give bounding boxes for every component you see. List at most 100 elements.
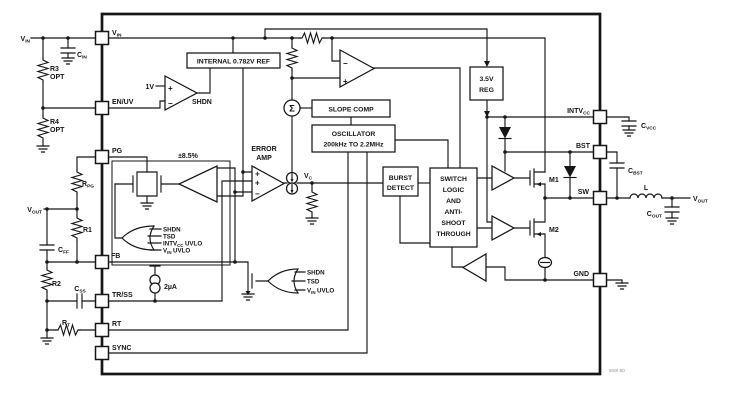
- osc-text-2: 200kHz TO 2.2MHz: [324, 142, 385, 149]
- current-sense-element: [537, 256, 553, 269]
- pin-sw-label: SW: [578, 189, 590, 196]
- en-comparator: [164, 74, 199, 112]
- cap-cff: [39, 244, 55, 251]
- internal-ref-text: INTERNAL 0.782V REF: [197, 59, 270, 66]
- cs-plus: +: [343, 77, 348, 86]
- pm85-label: ±8.5%: [178, 153, 199, 160]
- pin-intvcc: [592, 109, 608, 125]
- capacitors: [39, 47, 680, 309]
- iss-label: 2µA: [164, 284, 177, 291]
- ground-symbols: [36, 57, 679, 345]
- inductor-label: L: [644, 185, 649, 192]
- switch-logic-text: SWITCH LOGIC AND ANTI- SHOOT THROUGH: [436, 176, 470, 238]
- rpg-label: RPG: [82, 181, 94, 190]
- resistor-slope-divider: [284, 45, 300, 71]
- m2-label: M2: [549, 227, 559, 234]
- bottom-gate-driver: [491, 214, 516, 242]
- cap-css: [76, 293, 83, 309]
- error-amplifier: [251, 164, 286, 203]
- figure-caption: 8609 BD: [609, 368, 625, 373]
- reg-text-1: 3.5V: [480, 76, 494, 83]
- oscillator-box: [311, 124, 396, 153]
- shdn-label: SHDN: [192, 99, 212, 106]
- one-volt-label: 1V: [145, 84, 154, 91]
- pin-sw: [592, 190, 608, 206]
- r3-label: R3: [50, 66, 59, 73]
- ea-minus: −: [255, 190, 260, 199]
- error-amp-label-1: ERROR: [251, 146, 276, 153]
- or2-tsd: TSD: [307, 279, 320, 286]
- vc-label: VC: [304, 173, 313, 182]
- pin-en-uv: [94, 100, 110, 116]
- en-plus: +: [168, 84, 173, 93]
- pin-gnd-label: GND: [573, 271, 589, 278]
- ea-plus-1: +: [255, 170, 260, 179]
- svg-text:THROUGH: THROUGH: [436, 231, 470, 238]
- vin-ext-label: VIN: [21, 36, 31, 45]
- slope-comp-text: SLOPE COMP: [328, 107, 374, 114]
- r2-label: R2: [52, 281, 61, 288]
- pin-bst-label: BST: [576, 143, 591, 150]
- svg-text:SHOOT: SHOOT: [441, 220, 466, 227]
- cap-cbst: [609, 162, 625, 169]
- svg-text:SWITCH: SWITCH: [440, 176, 467, 183]
- reg-3v5-box: [469, 66, 504, 101]
- cap-cout: [664, 206, 680, 213]
- switch-logic-box: [429, 167, 478, 248]
- cap-cvcc: [621, 120, 637, 127]
- wires: [30, 28, 691, 354]
- gm-output-symbol: [285, 171, 299, 195]
- resistor-sense: [299, 30, 325, 46]
- pin-intvcc-label: INTVCC: [567, 108, 590, 117]
- cs-minus: −: [343, 59, 348, 68]
- cout-label: COUT: [647, 211, 662, 220]
- pin-trss-label: TR/SS: [112, 292, 133, 299]
- pin-rt-label: RT: [112, 321, 122, 328]
- cff-label: CFF: [58, 247, 69, 256]
- reverse-current-amp: [461, 252, 487, 283]
- pins: [94, 30, 608, 361]
- svg-text:AND: AND: [446, 198, 461, 205]
- cvcc-label: CVCC: [641, 123, 657, 132]
- pin-bst: [592, 144, 608, 160]
- pin-vin: [94, 30, 110, 46]
- svg-text:ANTI-: ANTI-: [444, 209, 462, 216]
- r4-opt-label: OPT: [50, 127, 65, 134]
- pin-pg: [94, 149, 110, 165]
- pin-sync: [94, 345, 110, 361]
- cap-cin: [60, 47, 76, 54]
- junction-dots: [41, 36, 674, 332]
- pin-fb-label: FB: [111, 253, 120, 260]
- pin-fb: [94, 254, 110, 270]
- or1-shdn: SHDN: [163, 227, 181, 234]
- burst-detect-box: [382, 166, 419, 197]
- error-amp-label-2: AMP: [256, 155, 272, 162]
- or-gate-ss: [267, 268, 299, 294]
- vout-right-label: VOUT: [693, 196, 708, 205]
- osc-text-1: OSCILLATOR: [332, 131, 376, 138]
- reg-text-2: REG: [479, 87, 494, 94]
- m1-label: M1: [549, 177, 559, 184]
- pin-sync-label: SYNC: [112, 345, 131, 352]
- soft-start-current-source: [149, 274, 161, 294]
- current-sense-comparator: [339, 48, 376, 89]
- or1-tsd: TSD: [163, 234, 176, 241]
- slope-comp-box: [311, 99, 391, 118]
- sigma-symbol: Σ: [289, 104, 295, 115]
- resistors: [35, 30, 325, 338]
- burst-text-1: BURST: [389, 175, 413, 182]
- or2-shdn: SHDN: [307, 270, 325, 277]
- diodes: [498, 127, 577, 179]
- inductor-l: [629, 193, 663, 199]
- resistor-r2: [39, 267, 55, 293]
- cbst-label: CBST: [628, 168, 643, 177]
- summing-node: [283, 99, 301, 117]
- en-minus: −: [168, 99, 173, 108]
- pin-pg-label: PG: [112, 148, 123, 155]
